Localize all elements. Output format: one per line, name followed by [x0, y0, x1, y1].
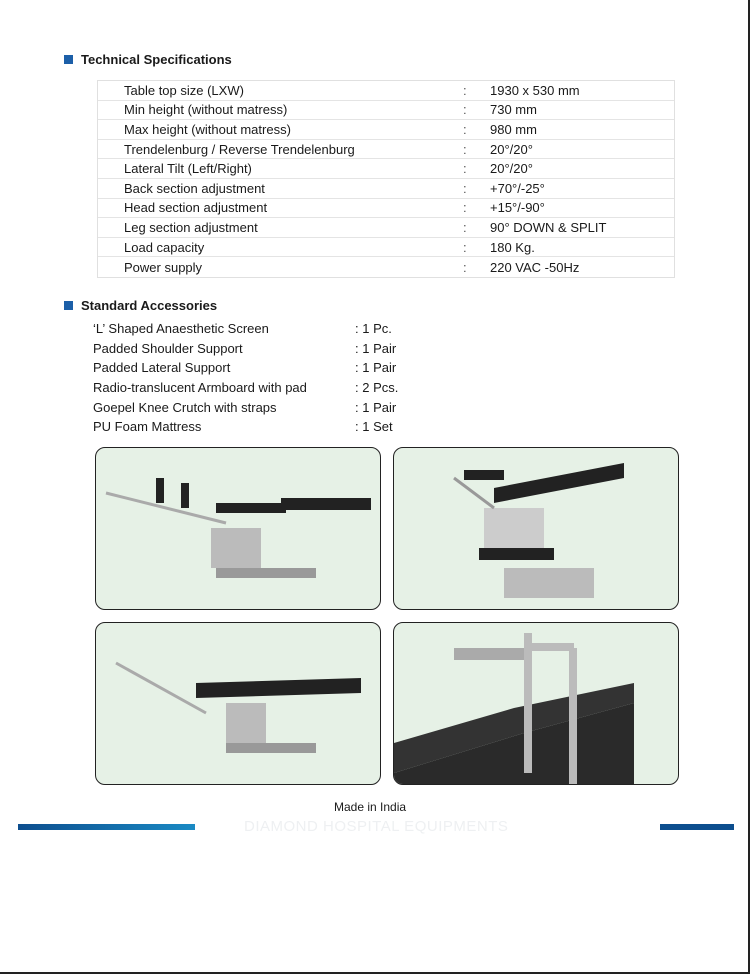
separator: :: [463, 219, 467, 235]
spec-value: 220 VAC -50Hz: [490, 259, 580, 275]
spec-label: Lateral Tilt (Left/Right): [124, 161, 252, 177]
product-photo-2: [393, 447, 679, 610]
spec-row: Max height (without matress): 980 mm: [98, 120, 674, 140]
separator: :: [463, 141, 467, 157]
tech-spec-heading: Technical Specifications: [64, 52, 232, 67]
separator: :: [463, 82, 467, 98]
product-photo-1: [95, 447, 381, 610]
accessory-qty: : 1 Pair: [355, 360, 397, 376]
accessory-qty: : 1 Pair: [355, 340, 397, 356]
spec-label: Min height (without matress): [124, 102, 288, 118]
spec-label: Table top size (LXW): [124, 82, 244, 98]
footer-bar-left: [18, 824, 195, 830]
product-photo-4: [393, 622, 679, 785]
accessory-item: Goepel Knee Crutch with straps : 1 Pair: [93, 397, 398, 417]
separator: :: [463, 102, 467, 118]
product-photo-3: [95, 622, 381, 785]
accessory-name: Padded Shoulder Support: [93, 340, 243, 356]
bullet-square-icon: [64, 55, 73, 64]
spec-label: Load capacity: [124, 239, 205, 255]
accessory-qty: : 1 Pc.: [355, 321, 392, 337]
spec-label: Head section adjustment: [124, 200, 268, 216]
heading-text: Standard Accessories: [81, 298, 218, 313]
spec-row: Load capacity: 180 Kg.: [98, 238, 674, 258]
spec-table: Table top size (LXW): 1930 x 530 mm Min he…: [97, 80, 675, 278]
accessory-item: ‘L’ Shaped Anaesthetic Screen : 1 Pc.: [93, 319, 398, 339]
footer-bar-right: [660, 824, 734, 830]
company-name-watermark: DIAMOND HOSPITAL EQUIPMENTS: [244, 818, 509, 835]
spec-value: 180 Kg.: [490, 239, 535, 255]
spec-value: +70°/-25°: [490, 180, 545, 196]
spec-label: Max height (without matress): [124, 121, 291, 137]
accessory-item: Padded Lateral Support : 1 Pair: [93, 358, 398, 378]
spec-value: 90° DOWN & SPLIT: [490, 219, 607, 235]
separator: :: [463, 121, 467, 137]
spec-value: 20°/20°: [490, 141, 533, 157]
spec-value: 980 mm: [490, 121, 537, 137]
accessory-qty: : 1 Set: [355, 419, 393, 435]
spec-label: Power supply: [124, 259, 203, 275]
accessory-name: Radio-translucent Armboard with pad: [93, 380, 307, 396]
heading-text: Technical Specifications: [81, 52, 232, 67]
spec-row: Trendelenburg / Reverse Trendelenburg: 20…: [98, 140, 674, 160]
accessory-qty: : 2 Pcs.: [355, 380, 399, 396]
operating-table-image: [115, 661, 361, 753]
spec-value: +15°/-90°: [490, 200, 545, 216]
spec-row: Power supply: 220 VAC -50Hz: [98, 257, 674, 277]
accessory-name: ‘L’ Shaped Anaesthetic Screen: [93, 321, 269, 337]
spec-value: 1930 x 530 mm: [490, 82, 580, 98]
accessories-list: ‘L’ Shaped Anaesthetic Screen : 1 Pc. Padd…: [93, 319, 398, 437]
accessory-name: Goepel Knee Crutch with straps: [93, 399, 277, 415]
accessory-name: Padded Lateral Support: [93, 360, 231, 376]
accessory-item: PU Foam Mattress : 1 Set: [93, 417, 398, 437]
spec-label: Trendelenburg / Reverse Trendelenburg: [124, 141, 355, 157]
made-in-india-text: Made in India: [334, 800, 407, 814]
spec-row: Min height (without matress): 730 mm: [98, 101, 674, 121]
separator: :: [463, 239, 467, 255]
accessory-name: PU Foam Mattress: [93, 419, 202, 435]
spec-value: 20°/20°: [490, 161, 533, 177]
operating-table-image: [105, 478, 371, 578]
spec-value: 730 mm: [490, 102, 537, 118]
spec-row: Leg section adjustment: 90° DOWN & SPLIT: [98, 218, 674, 238]
operating-table-image: [394, 633, 634, 784]
accessories-heading: Standard Accessories: [64, 298, 217, 313]
spec-row: Lateral Tilt (Left/Right): 20°/20°: [98, 159, 674, 179]
accessory-item: Padded Shoulder Support : 1 Pair: [93, 339, 398, 359]
spec-row: Back section adjustment: +70°/-25°: [98, 179, 674, 199]
separator: :: [463, 259, 467, 275]
operating-table-image: [453, 463, 624, 598]
separator: :: [463, 180, 467, 196]
spec-row: Table top size (LXW): 1930 x 530 mm: [98, 81, 674, 101]
separator: :: [463, 161, 467, 177]
spec-label: Back section adjustment: [124, 180, 265, 196]
spec-row: Head section adjustment: +15°/-90°: [98, 199, 674, 219]
accessory-qty: : 1 Pair: [355, 399, 397, 415]
bullet-square-icon: [64, 301, 73, 310]
accessory-item: Radio-translucent Armboard with pad : 2 P…: [93, 378, 398, 398]
spec-label: Leg section adjustment: [124, 219, 258, 235]
separator: :: [463, 200, 467, 216]
